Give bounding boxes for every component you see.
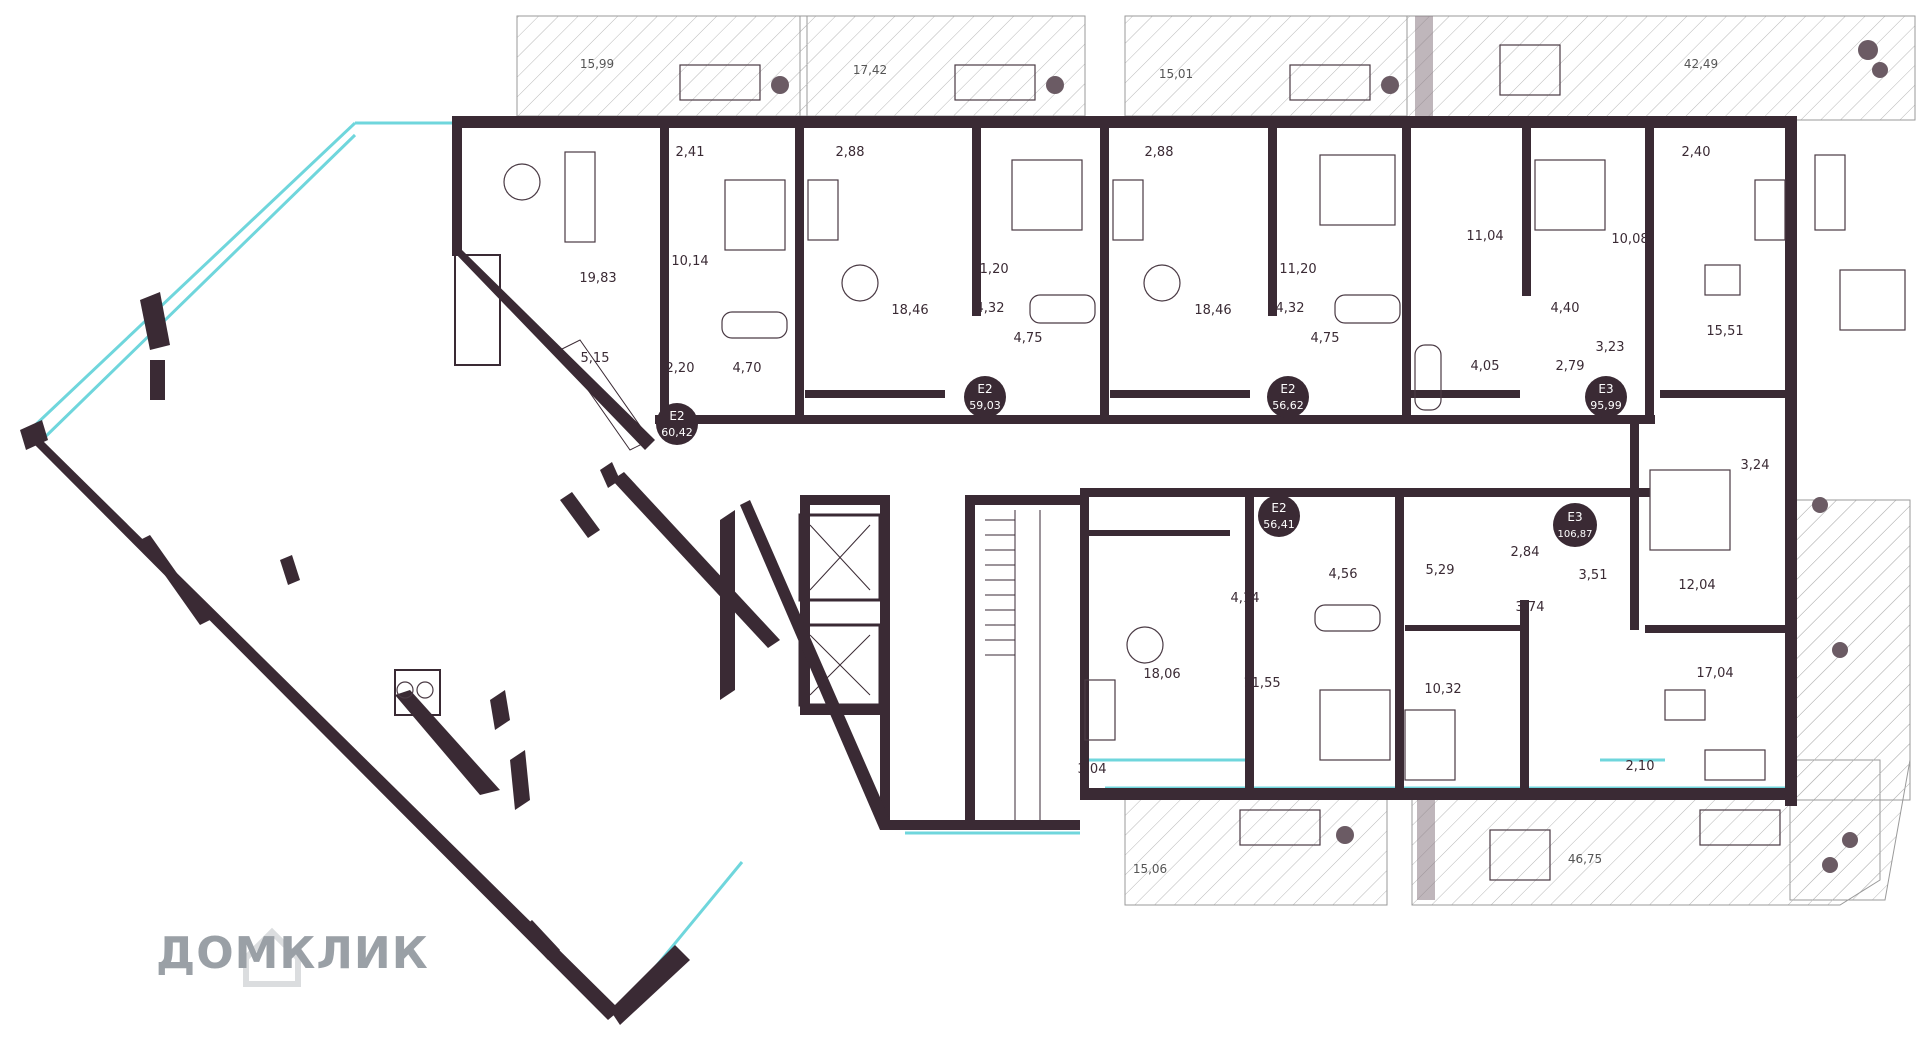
terrace-2 <box>799 15 1086 117</box>
watermark-text: ДОМКЛИК <box>156 928 429 979</box>
svg-text:106,87: 106,87 <box>1558 529 1593 540</box>
room-area: 11,20 <box>971 262 1008 277</box>
apartment-badge[interactable]: E2 60,42 <box>656 403 698 445</box>
balcony-area: 2,40 <box>1682 145 1711 160</box>
terrace-1 <box>516 15 808 117</box>
svg-text:E2: E2 <box>1271 501 1286 515</box>
furniture <box>503 16 1906 900</box>
room-area: 3,24 <box>1741 458 1770 473</box>
room-area: 4,14 <box>1231 591 1260 606</box>
apartment-badge[interactable]: E2 56,62 <box>1267 376 1309 418</box>
apartment-badge[interactable]: E3 106,87 <box>1553 503 1597 547</box>
room-area: 4,70 <box>733 361 762 376</box>
room-area: 19,83 <box>579 271 616 286</box>
room-area: 5,15 <box>581 351 610 366</box>
room-area: 18,06 <box>1143 667 1180 682</box>
terrace-area: 15,99 <box>580 57 614 71</box>
room-area: 11,04 <box>1466 229 1503 244</box>
room-area: 18,46 <box>1194 303 1231 318</box>
room-area: 4,40 <box>1551 301 1580 316</box>
room-area: 4,32 <box>976 301 1005 316</box>
apartment-badge[interactable]: E2 59,03 <box>964 376 1006 418</box>
room-area: 2,20 <box>666 361 695 376</box>
room-area: 5,29 <box>1426 563 1455 578</box>
terrace-area: 42,49 <box>1684 57 1718 71</box>
terrace-area: 17,42 <box>853 63 887 77</box>
room-area: 4,75 <box>1311 331 1340 346</box>
room-area: 4,05 <box>1471 359 1500 374</box>
svg-text:56,62: 56,62 <box>1272 399 1304 412</box>
room-areas: 19,83 10,14 5,15 2,20 4,70 18,46 11,20 4… <box>579 229 1769 777</box>
room-area: 12,04 <box>1678 578 1715 593</box>
balcony-area: 2,88 <box>1145 145 1174 160</box>
svg-text:E3: E3 <box>1567 510 1582 524</box>
room-area: 10,08 <box>1611 232 1648 247</box>
walls <box>20 116 1797 1025</box>
balcony-area: 2,41 <box>676 145 705 160</box>
terrace-area: 15,01 <box>1159 67 1193 81</box>
terrace-area: 46,75 <box>1568 852 1602 866</box>
terrace-3 <box>1124 15 1408 117</box>
svg-text:E2: E2 <box>669 409 684 423</box>
apartment-badges: E2 60,42 E2 59,03 E2 56,62 E3 95,99 E2 5… <box>656 376 1627 547</box>
room-area: 4,56 <box>1329 567 1358 582</box>
room-area: 3,51 <box>1579 568 1608 583</box>
room-area: 2,84 <box>1511 545 1540 560</box>
terrace-area: 15,06 <box>1133 862 1167 876</box>
room-area: 3,04 <box>1078 762 1107 777</box>
room-area: 3,74 <box>1516 600 1545 615</box>
balcony-area: 2,88 <box>836 145 865 160</box>
room-area: 11,55 <box>1243 676 1280 691</box>
terrace-5 <box>1124 789 1388 906</box>
room-area: 4,75 <box>1014 331 1043 346</box>
apartment-badge[interactable]: E2 56,41 <box>1258 495 1300 537</box>
room-area: 2,79 <box>1556 359 1585 374</box>
balcony-areas: 2,41 2,88 2,88 2,40 <box>676 145 1711 160</box>
apartment-badge[interactable]: E3 95,99 <box>1585 376 1627 418</box>
svg-text:56,41: 56,41 <box>1263 518 1295 531</box>
terrace-areas: 15,99 17,42 15,01 42,49 15,06 46,75 <box>580 57 1718 876</box>
room-area: 11,20 <box>1279 262 1316 277</box>
room-area: 18,46 <box>891 303 928 318</box>
svg-text:59,03: 59,03 <box>969 399 1001 412</box>
room-area: 3,23 <box>1596 340 1625 355</box>
svg-text:95,99: 95,99 <box>1590 399 1622 412</box>
room-area: 4,32 <box>1276 301 1305 316</box>
svg-text:E3: E3 <box>1598 382 1613 396</box>
room-area: 10,32 <box>1424 682 1461 697</box>
room-area: 17,04 <box>1696 666 1733 681</box>
domclick-logo-icon <box>243 927 301 987</box>
room-area: 15,51 <box>1706 324 1743 339</box>
room-area: 2,10 <box>1626 759 1655 774</box>
svg-text:E2: E2 <box>1280 382 1295 396</box>
terrace-6b <box>1794 499 1911 801</box>
svg-text:E2: E2 <box>977 382 992 396</box>
room-area: 10,14 <box>671 254 708 269</box>
svg-text:60,42: 60,42 <box>661 426 693 439</box>
